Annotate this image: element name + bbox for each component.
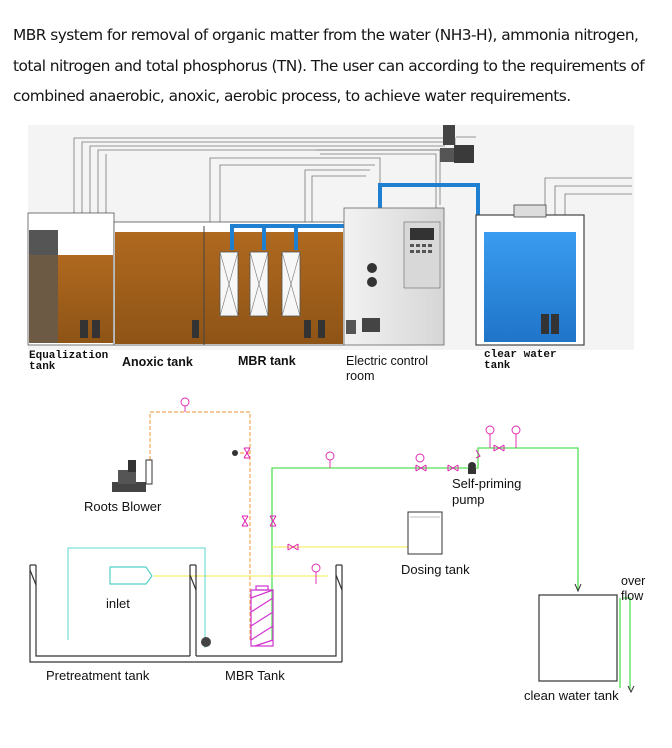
label-mbr-tank-top: MBR tank: [238, 354, 296, 368]
inlet-arrow: [109, 566, 153, 585]
roots-blower: [112, 459, 153, 492]
label-clear-water-tank-2: tank: [484, 360, 511, 372]
pressure-gauges: [180, 397, 521, 584]
self-priming-pump: [468, 462, 476, 474]
label-electric-control-room-2: room: [346, 369, 374, 383]
intro-paragraph: MBR system for removal of organic matter…: [13, 26, 645, 105]
electric-control-room: [343, 207, 445, 346]
clear-water-tank: [475, 204, 585, 346]
label-pretreatment-tank: Pretreatment tank: [46, 668, 150, 683]
label-anoxic-tank: Anoxic tank: [122, 355, 193, 369]
label-self-priming-pump: Self-priming: [452, 476, 521, 491]
label-equalization-tank: Equalization: [29, 350, 108, 362]
label-mbr-tank-bottom: MBR Tank: [225, 668, 285, 683]
permeate-line: [271, 447, 631, 690]
mbr-tank: [196, 564, 343, 662]
inlet-line: [67, 547, 206, 648]
label-electric-control-room: Electric control: [346, 354, 428, 368]
label-dosing-tank: Dosing tank: [401, 562, 470, 577]
air-line: [149, 411, 251, 640]
label-roots-blower: Roots Blower: [84, 499, 162, 514]
pretreatment-tank: [29, 564, 342, 663]
label-flow: flow: [621, 589, 644, 603]
equalization-tank: [27, 212, 115, 346]
transfer-pump: [201, 637, 211, 647]
membrane-module: [250, 585, 274, 647]
dosing-tank: [407, 511, 443, 555]
label-equalization-tank-2: tank: [29, 361, 56, 373]
anoxic-and-mbr-tanks: [113, 221, 345, 346]
valves: [241, 444, 505, 551]
label-inlet: inlet: [106, 596, 130, 611]
label-over: over: [621, 574, 645, 588]
dosing-unit: [440, 125, 474, 163]
dosing-line: [154, 546, 408, 577]
label-clean-water-tank: clean water tank: [524, 688, 619, 703]
clean-water-tank: [538, 583, 635, 694]
label-clear-water-tank: clear water: [484, 349, 557, 361]
label-self-priming-pump-2: pump: [452, 492, 485, 507]
